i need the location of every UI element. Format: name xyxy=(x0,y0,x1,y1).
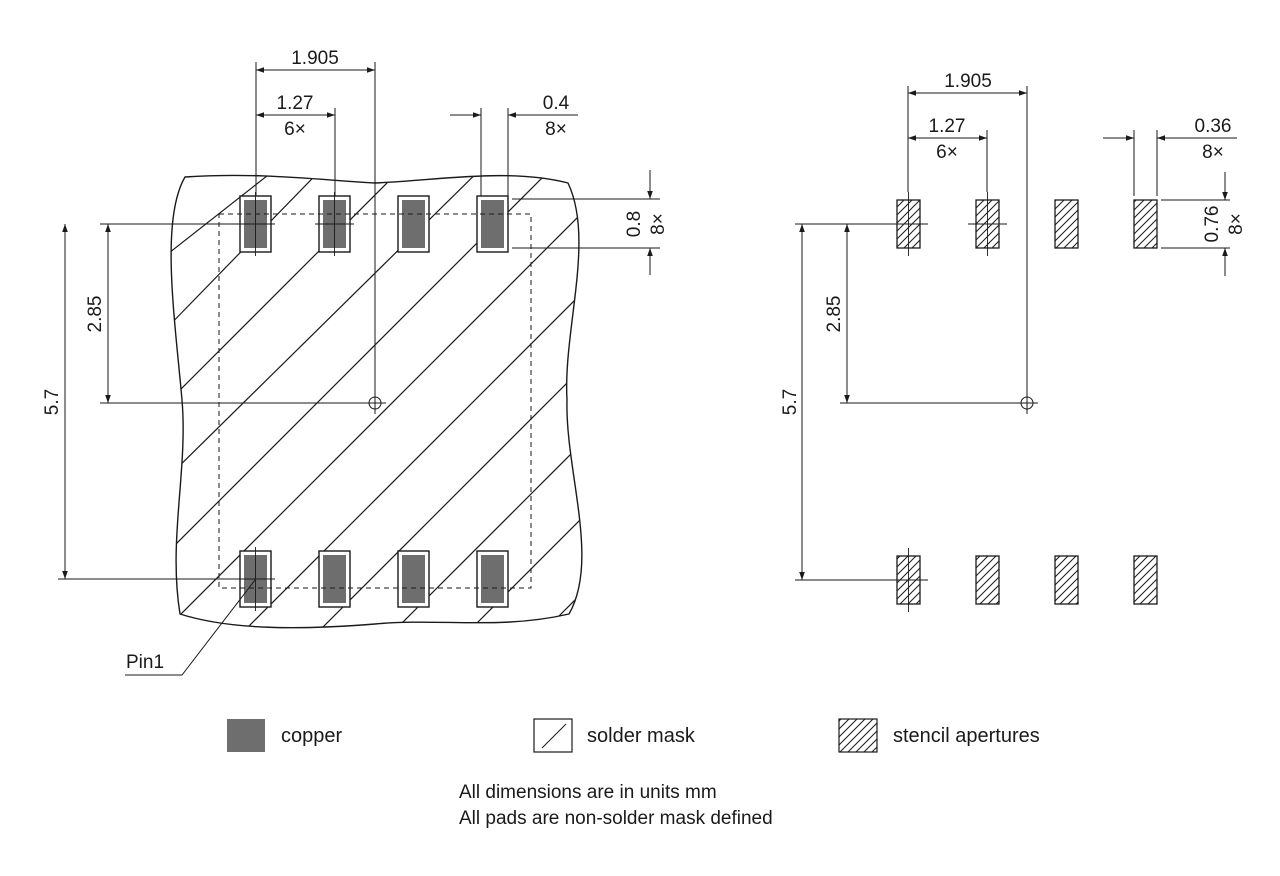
copper-pad xyxy=(402,200,425,248)
pad-clearances xyxy=(239,195,509,608)
left-dimensions xyxy=(58,62,660,676)
dim-half-y: 2.85 xyxy=(824,296,845,333)
right-dimensions xyxy=(795,86,1237,581)
solder-mask-outline xyxy=(170,174,583,629)
dim-pad-height: 0.8 xyxy=(624,211,645,237)
note-pads: All pads are non-solder mask defined xyxy=(459,808,773,829)
stencil-pads xyxy=(896,199,1158,605)
dim-pad-width-count: 8× xyxy=(545,119,567,140)
dim-pitch-x: 1.905 xyxy=(291,48,339,69)
stencil-centerlines xyxy=(889,192,1007,612)
solder-mask-hatch xyxy=(171,175,582,628)
note-units: All dimensions are in units mm xyxy=(459,782,717,803)
copper-pad xyxy=(323,555,346,603)
copper-pad xyxy=(402,555,425,603)
dim-pitch-count: 6× xyxy=(284,119,306,140)
pin1-label: Pin1 xyxy=(126,652,164,673)
left-view: 1.905 1.27 6× 0.4 8× 0.8 8× 2.85 5.7 Pin… xyxy=(42,48,669,676)
stencil-pad xyxy=(1133,199,1158,249)
pad-centerlines xyxy=(236,192,354,611)
dim-pad-height-count: 8× xyxy=(648,213,669,235)
legend-solder-mask-label: solder mask xyxy=(587,725,696,747)
dim-pad-height: 0.76 xyxy=(1202,206,1223,243)
stencil-pad xyxy=(1054,555,1079,605)
legend-stencil-swatch xyxy=(838,718,878,753)
dim-pad-height-count: 8× xyxy=(1226,213,1247,235)
dim-pitch: 1.27 xyxy=(277,93,314,114)
copper-pads xyxy=(244,200,504,603)
stencil-pad xyxy=(1133,555,1158,605)
dim-pitch-count: 6× xyxy=(936,142,958,163)
dim-pitch: 1.27 xyxy=(929,116,966,137)
legend-copper-label: copper xyxy=(281,725,342,747)
dim-pad-width: 0.4 xyxy=(543,93,570,114)
legend-stencil-label: stencil apertures xyxy=(893,725,1040,747)
stencil-pad xyxy=(1054,199,1079,249)
legend: copper solder mask stencil apertures xyxy=(227,718,1040,753)
stencil-pad xyxy=(975,555,1000,605)
dim-pad-width: 0.36 xyxy=(1195,116,1232,137)
legend-solder-mask-swatch xyxy=(533,718,573,753)
dim-full-y: 5.7 xyxy=(780,389,801,415)
copper-pad xyxy=(481,555,504,603)
dim-pitch-x: 1.905 xyxy=(944,71,992,92)
dim-full-y: 5.7 xyxy=(42,389,63,415)
legend-copper-swatch xyxy=(227,719,265,752)
right-view: 1.905 1.27 6× 0.36 8× 0.76 8× 2.85 5.7 xyxy=(780,71,1247,612)
dim-half-y: 2.85 xyxy=(85,296,106,333)
dim-pad-width-count: 8× xyxy=(1202,142,1224,163)
copper-pad xyxy=(481,200,504,248)
